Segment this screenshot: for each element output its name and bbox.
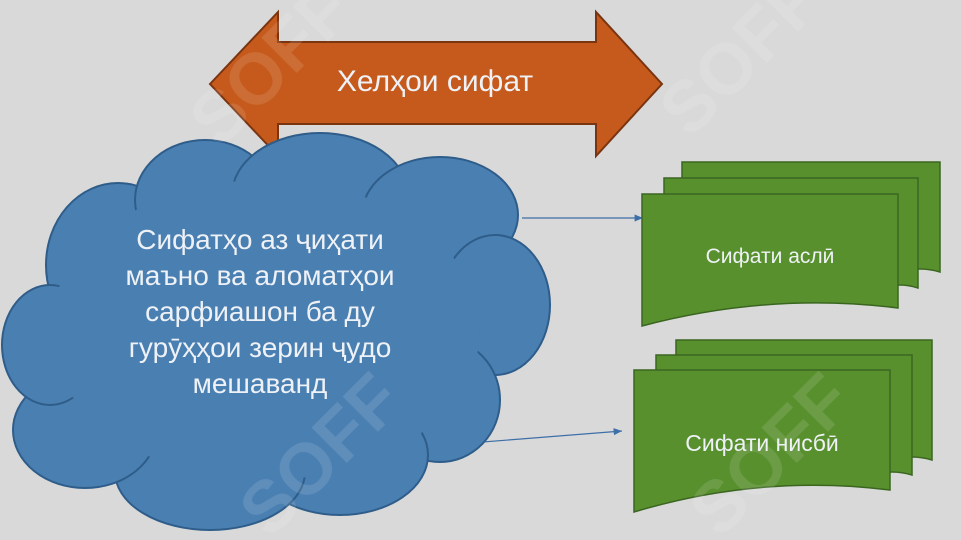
document-stack-2 [633, 339, 933, 514]
arrow-label: Хелҳои сифат [336, 65, 534, 98]
cloud-text-line: гурӯҳҳои зерин ҷудо [128, 332, 392, 363]
cloud-text: Сифатҳо аз ҷиҳати маъно ва аломатҳои сар… [70, 222, 450, 402]
double-arrow-shape [208, 9, 664, 159]
document-label-1: Сифати аслӣ [705, 245, 835, 268]
cloud-text-line: сарфиашон ба ду [145, 296, 375, 327]
cloud-text-line: маъно ва аломатҳои [125, 260, 395, 291]
connector-line-2 [469, 428, 623, 444]
cloud-text-line: мешаванд [192, 368, 328, 399]
document-stack-1 [641, 161, 941, 327]
watermark-text-2: SOFF [645, 0, 837, 151]
cloud-text-line: Сифатҳо аз ҷиҳати [136, 224, 384, 255]
document-label-2: Сифати нисбӣ [685, 430, 839, 456]
cloud-shape [1, 132, 551, 531]
